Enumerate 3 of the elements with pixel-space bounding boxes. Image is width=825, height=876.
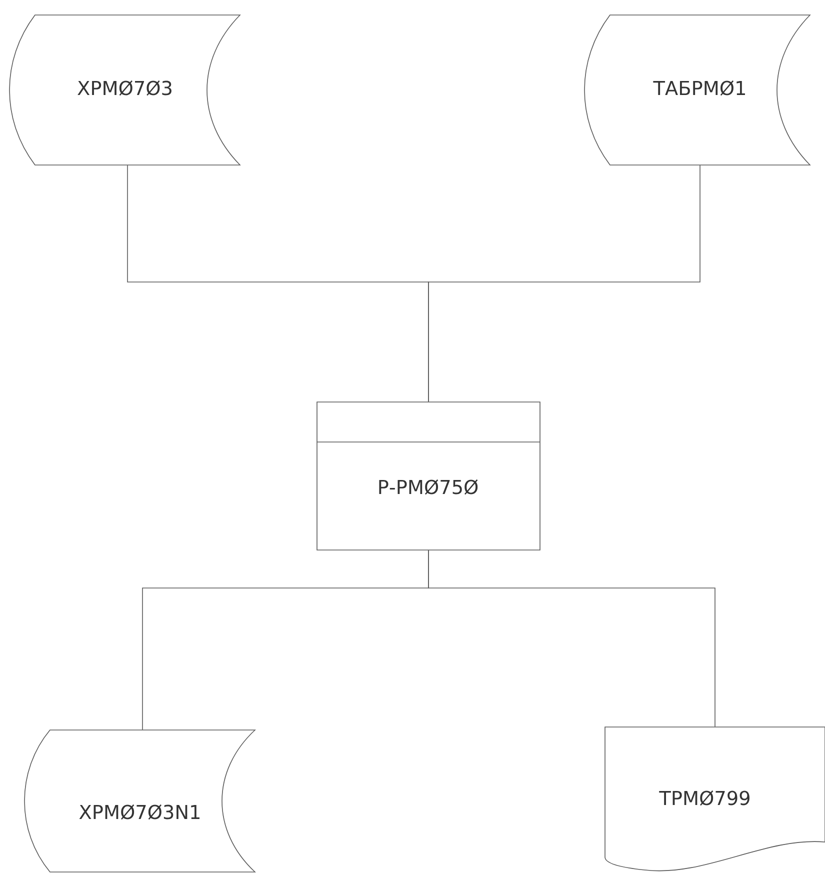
connector-line bbox=[428, 550, 716, 728]
process-box: Р-РМØ75Ø bbox=[316, 402, 540, 550]
connector-line bbox=[428, 164, 700, 402]
